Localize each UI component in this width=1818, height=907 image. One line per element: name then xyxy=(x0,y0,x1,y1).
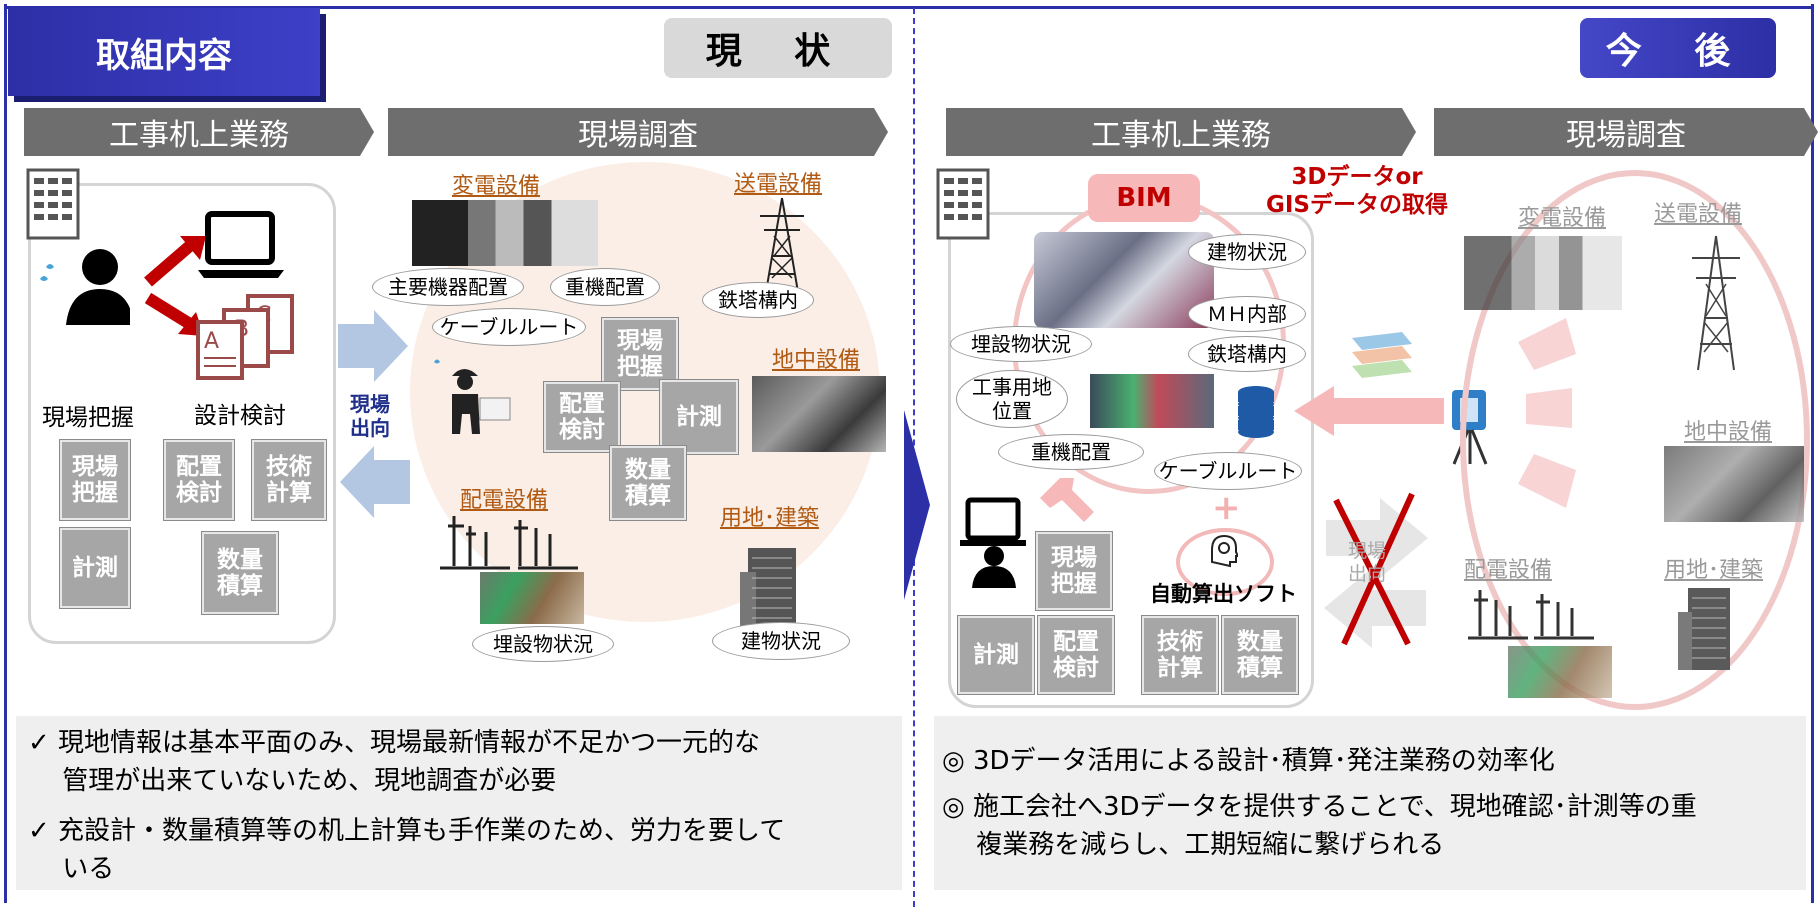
plus-sign: + xyxy=(1212,488,1241,528)
future-status-label: 今 後 xyxy=(1580,18,1776,78)
oval-heavy-equipment: 重機配置 xyxy=(550,268,660,306)
laptop-icon xyxy=(198,211,284,278)
title-tag: 取組内容 xyxy=(8,8,320,96)
substation-image xyxy=(412,200,598,266)
field-box-measure: 計測 xyxy=(659,379,739,455)
red-arrows-icon xyxy=(144,236,206,336)
oval-cable-route: ケーブルルート xyxy=(432,308,586,346)
category-distribution: 配電設備 xyxy=(460,488,549,513)
data-acquisition-label: 3Dデータor GISデータの取得 xyxy=(1266,164,1449,218)
underground-image xyxy=(752,376,886,452)
documents-icon: C B A xyxy=(196,294,294,380)
future-bullets-panel xyxy=(934,716,1806,890)
future-oval-heavy: 重機配置 xyxy=(998,434,1144,470)
future-bullet-2: ◎ 施工会社へ3Dデータを提供することで、現地確認･計測等の重 複業務を減らし、… xyxy=(942,792,1697,860)
future-utility-poles-icon xyxy=(1468,590,1594,640)
software-circle xyxy=(1176,528,1274,596)
future-category-substation: 変電設備 xyxy=(1518,206,1607,231)
box-tech-calc: 技術 計算 xyxy=(251,439,327,521)
future-visit-label: 現場 出向 xyxy=(1348,540,1387,585)
label-design-review: 設計検討 xyxy=(194,403,286,429)
bim-site-image xyxy=(1090,374,1214,428)
future-distribution-image xyxy=(1508,646,1612,698)
oval-tower-yard: 鉄塔構内 xyxy=(702,282,814,318)
future-user-laptop-icon xyxy=(960,497,1026,588)
office-building-icon xyxy=(26,168,80,240)
scan-rays xyxy=(1518,318,1576,508)
future-box-grasp: 現場 把握 xyxy=(1035,531,1113,611)
future-oval-building: 建物状況 xyxy=(1188,234,1306,270)
transition-arrow xyxy=(904,410,930,600)
oval-building-status: 建物状況 xyxy=(712,622,850,660)
future-oval-cable: ケーブルルート xyxy=(1154,452,1302,490)
current-bullets-panel xyxy=(16,716,902,890)
future-header-desk: 工事机上業務 xyxy=(946,108,1416,156)
building-icon xyxy=(740,548,796,626)
future-bullet-1: ◎ 3Dデータ活用による設計･積算･発注業務の効率化 xyxy=(942,746,1555,776)
future-oval-buried: 埋設物状況 xyxy=(950,326,1092,362)
future-box-measure: 計測 xyxy=(957,615,1035,695)
scan-to-data-arrow xyxy=(1294,386,1444,436)
current-header-desk: 工事机上業務 xyxy=(24,108,374,156)
future-box-layout: 配置 検討 xyxy=(1037,615,1115,695)
gis-layers-icon xyxy=(1352,332,1412,378)
current-bullet-2: ✓ 充設計・数量積算等の机上計算も手作業のため、労力を要して いる xyxy=(28,816,786,884)
bim-label: BIM xyxy=(1088,174,1200,222)
box-layout-review: 配置 検討 xyxy=(163,439,235,521)
category-underground: 地中設備 xyxy=(772,348,861,373)
worker-person-icon xyxy=(40,249,130,325)
future-office-building-icon xyxy=(936,168,990,240)
field-box-layout: 配置 検討 xyxy=(543,381,621,453)
category-substation: 変電設備 xyxy=(452,174,541,199)
field-box-grasp: 現場 把握 xyxy=(601,317,679,391)
ai-brain-icon xyxy=(1211,534,1238,568)
top-border xyxy=(4,6,1814,9)
svg-text:A: A xyxy=(204,329,219,354)
future-building-icon xyxy=(1678,588,1730,670)
future-survey-oval xyxy=(1460,170,1810,710)
utility-poles-icon xyxy=(440,516,578,570)
future-underground-image xyxy=(1664,446,1804,522)
future-oval-mh: ＭＨ内部 xyxy=(1188,296,1306,332)
transmission-tower-icon xyxy=(760,197,804,293)
future-header-field: 現場調査 xyxy=(1434,108,1818,156)
field-box-estimate: 数量 積算 xyxy=(609,445,687,521)
current-bullet-1: ✓ 現地情報は基本平面のみ、現場最新情報が不足かつ一元的な 管理が出来ていないた… xyxy=(28,728,761,796)
bim-model-image xyxy=(1034,232,1214,328)
future-oval-tower: 鉄塔構内 xyxy=(1188,336,1306,372)
current-header-field: 現場調査 xyxy=(388,108,888,156)
box-site-grasp: 現場 把握 xyxy=(59,439,131,521)
box-quantity-estimate: 数量 積算 xyxy=(201,531,279,615)
auto-calc-software-label: 自動算出ソフト xyxy=(1150,582,1297,606)
crossed-visit-arrows-icon xyxy=(1324,492,1428,648)
oval-main-equipment: 主要機器配置 xyxy=(372,268,524,306)
future-box-calc: 技術 計算 xyxy=(1141,615,1219,695)
current-status-label: 現 状 xyxy=(664,18,892,78)
database-icon xyxy=(1238,386,1274,438)
future-box-estimate: 数量 積算 xyxy=(1221,615,1299,695)
future-substation-image xyxy=(1464,236,1622,310)
box-measure: 計測 xyxy=(59,527,131,609)
page-frame xyxy=(4,4,1814,903)
future-category-underground: 地中設備 xyxy=(1684,420,1773,445)
future-oval-site-land: 工事用地 位置 xyxy=(956,370,1068,428)
category-transmission: 送電設備 xyxy=(734,172,823,197)
distribution-image xyxy=(480,572,584,624)
category-land-building: 用地･建築 xyxy=(720,506,820,531)
oval-buried-objects: 埋設物状況 xyxy=(472,626,614,662)
future-category-transmission: 送電設備 xyxy=(1654,202,1743,227)
field-worker-icon xyxy=(434,359,511,434)
future-category-distribution: 配電設備 xyxy=(1464,558,1553,583)
future-category-land-building: 用地･建築 xyxy=(1664,558,1764,583)
future-transmission-tower-icon xyxy=(1692,235,1740,371)
site-visit-label: 現場 出向 xyxy=(350,392,390,440)
user-to-bim-arrow xyxy=(1040,478,1094,522)
label-site-grasp: 現場把握 xyxy=(42,405,134,431)
visit-arrows-icon xyxy=(338,310,410,518)
